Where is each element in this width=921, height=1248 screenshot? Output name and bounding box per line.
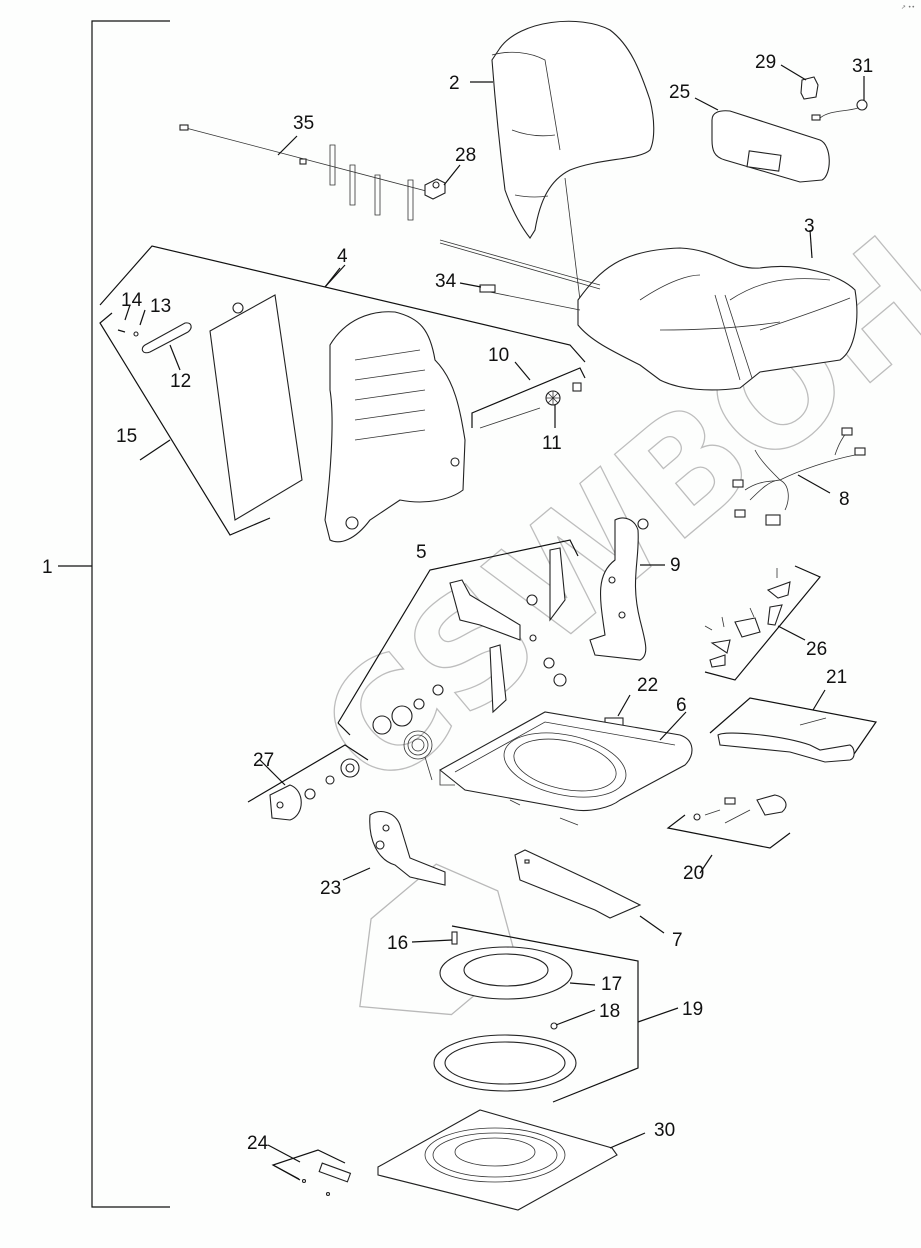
callout-3: 3 (804, 216, 815, 237)
callout-labels: 1 2 3 4 5 6 7 8 9 10 11 12 13 14 15 16 1… (42, 52, 873, 1154)
part-mounting-bracket (514, 849, 642, 919)
part-seat-base-frame (439, 711, 693, 826)
part-adjuster-rod (479, 407, 541, 429)
part-ball-bearing (550, 1022, 558, 1030)
part-seat-cushion (577, 247, 858, 391)
group-20-bracket (666, 814, 791, 849)
callout-1: 1 (42, 557, 53, 578)
group-19-bracket (451, 925, 639, 1103)
callout-21: 21 (826, 667, 847, 688)
part-backrest-frame (324, 311, 466, 543)
callout-2: 2 (449, 73, 460, 94)
watermark-logo-hexagon (359, 863, 518, 1016)
callout-14: 14 (121, 290, 143, 311)
part-side-bracket (589, 517, 649, 661)
part-pivot-bracket (369, 811, 446, 886)
callout-6: 6 (676, 695, 687, 716)
callout-34: 34 (435, 271, 457, 292)
group-5-bracket (337, 539, 579, 736)
callout-19: 19 (682, 999, 703, 1020)
part-lever-kit (693, 794, 787, 824)
callout-28: 28 (455, 145, 476, 166)
callout-30: 30 (654, 1120, 675, 1141)
part-hinge-kit (704, 568, 791, 668)
part-backrest-cushion (491, 20, 655, 301)
callout-23: 23 (320, 878, 341, 899)
part-bearing-ring (433, 1034, 577, 1092)
callout-24: 24 (247, 1133, 269, 1154)
part-armrest (711, 110, 830, 183)
part-knob (545, 382, 582, 406)
callout-27: 27 (253, 750, 274, 771)
callout-9: 9 (670, 555, 681, 576)
part-lumbar-cable (179, 124, 431, 221)
part-spacer-kit (269, 758, 360, 821)
part-base-plate (377, 1109, 618, 1211)
part-spring (403, 730, 433, 781)
group-27-bracket (247, 744, 369, 803)
callout-29: 29 (755, 52, 776, 73)
part-back-panel (209, 294, 303, 521)
part-pin (451, 931, 458, 945)
part-lever-handle (717, 717, 855, 763)
part-clip (800, 76, 819, 100)
part-cable (439, 239, 601, 311)
part-cable-connector (424, 178, 446, 200)
group-24-bracket (271, 1149, 346, 1181)
part-pin-kit (301, 1162, 352, 1197)
part-swivel-plate (439, 946, 573, 1000)
callout-16: 16 (387, 933, 408, 954)
callout-7: 7 (672, 930, 683, 951)
callout-15: 15 (116, 426, 137, 447)
part-sensor (811, 99, 868, 121)
callout-10: 10 (488, 345, 509, 366)
part-nut (133, 331, 139, 337)
corner-mark: ↗ •• (900, 4, 915, 11)
part-handle (141, 322, 192, 354)
callout-35: 35 (293, 113, 314, 134)
callout-26: 26 (806, 639, 827, 660)
group-26-bracket (704, 565, 821, 681)
callout-5: 5 (416, 542, 427, 563)
leader-lines (124, 64, 865, 1163)
group-15-bracket (99, 312, 271, 536)
callout-18: 18 (599, 1001, 620, 1022)
callout-13: 13 (150, 296, 171, 317)
callout-17: 17 (601, 974, 622, 995)
callout-22: 22 (637, 675, 658, 696)
part-recliner-mechanism (372, 547, 567, 735)
assembly-bracket-1 (58, 20, 170, 1208)
callout-4: 4 (337, 246, 348, 267)
callout-8: 8 (839, 489, 850, 510)
callout-31: 31 (852, 56, 873, 77)
callout-25: 25 (669, 82, 690, 103)
part-screw (117, 329, 126, 333)
group-10-bracket (471, 361, 586, 428)
part-wiring-harness (732, 427, 866, 526)
callout-12: 12 (170, 371, 191, 392)
callout-11: 11 (542, 433, 562, 454)
callout-20: 20 (683, 863, 704, 884)
